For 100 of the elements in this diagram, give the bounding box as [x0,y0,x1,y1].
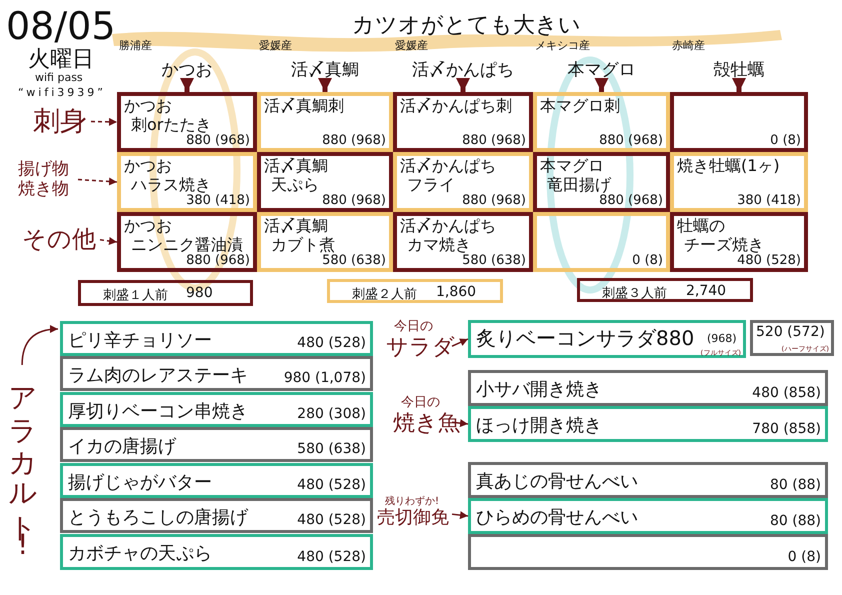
dish-name: 刺盛３人前 [602,285,667,302]
note-text: 今日の [400,396,441,411]
menu-box [468,498,828,534]
price: 880 (968) [599,193,663,208]
price: 480 (528) [297,549,366,565]
weekday-label: 火曜日 [28,46,94,72]
dish-name: カマ焼き [407,235,471,254]
price: 880 (968) [462,193,526,208]
menu-box [117,212,257,272]
dish-name: とうもろこしの唐揚げ [68,506,248,529]
menu-box [670,152,808,212]
row-heading: 揚げ物焼き物 [18,160,74,200]
thick-arrow [318,78,332,92]
dish-name: 刺盛１人前 [103,287,168,304]
title: カツオがとても大きい [352,12,581,40]
price: 520 (572) [756,324,825,340]
thick-arrow [594,78,608,92]
menu-box [257,152,393,212]
dish-name: 活〆かんぱち [400,156,496,176]
arrow [21,325,58,366]
menu-box [393,212,533,272]
menu-box [533,92,670,152]
dish-name: カボチャの天ぷら [68,542,212,565]
menu-box [670,212,808,272]
row-heading: 刺身 [33,106,87,138]
dish-name: 活〆真鯛 [264,216,328,236]
dashed-arrow [78,178,118,186]
price: 380 (418) [737,193,801,208]
price: 880 (968) [599,133,663,148]
dish-name: 竜田揚げ [547,175,611,194]
price: 780 (858) [752,421,821,437]
dish-name: 厚切りベーコン串焼き [68,400,248,423]
menu-box [60,392,373,427]
origin-label: 愛媛産 [259,38,292,53]
menu-box [670,92,808,152]
menu-box [468,406,828,442]
price: 2,740 [686,283,726,299]
menu-box [257,92,393,152]
price: 280 (308) [297,406,366,422]
note-text: 残りわずか! [384,496,440,508]
price: 80 (88) [770,513,821,529]
dish-name: ラム肉のレアステーキ [68,364,248,387]
price: 0 (8) [632,253,663,268]
dish-name: かつお [124,216,172,236]
price: 1,860 [436,284,476,300]
menu-box [468,534,828,570]
dish-name: 真あじの骨せんべい [476,470,638,493]
origin-label: 勝浦産 [119,38,152,53]
dish-name: 活〆真鯛刺 [264,96,344,116]
menu-box [60,534,373,570]
dish-name: 天ぷら [271,175,319,195]
menu-box [257,212,393,272]
fish-name: 本マグロ [566,60,636,80]
thick-arrow [456,78,470,92]
dish-name: ピリ辛チョリソー [68,329,212,352]
price: 580 (638) [297,441,366,457]
row-heading: その他 [22,226,96,254]
wifi-password: “wifi3939” [18,86,106,99]
dish-name: 本マグロ刺 [540,96,620,116]
price: 980 (1,078) [284,370,366,386]
dish-name: 焼き牡蠣(1ヶ) [677,156,780,176]
thick-arrow [732,78,746,92]
menu-box [468,370,828,406]
fish-name: 殻牡蠣 [712,60,766,80]
dish-name: 刺盛２人前 [352,286,417,303]
arrow [452,419,468,428]
price: 580 (638) [462,253,526,268]
side-heading: 売切御免 [377,508,449,528]
dish-name: ほっけ開き焼き [476,414,602,437]
dish-name: 炙りベーコンサラダ880 [476,325,694,352]
dish-name: ひらめの骨せんべい [476,506,638,529]
menu-box [60,498,373,533]
dish-name: かつお [124,156,172,176]
price: 0 (8) [788,549,821,565]
fish-name: 活〆かんぱち [411,60,515,80]
side-heading: アラカルト! [6,368,38,561]
price: 480 (528) [297,512,366,528]
date-label: 08/05 [6,4,116,48]
menu-box [393,92,533,152]
dish-name: 活〆かんぱち [400,216,496,236]
price: 380 (418) [186,193,250,208]
platter-box [327,279,503,303]
dish-name: ハラス焼き [131,175,211,194]
origin-label: 愛媛産 [395,38,428,53]
price: 580 (638) [322,253,386,268]
price: 0 (8) [770,133,801,148]
dashed-arrow [100,237,118,245]
price: 480 (528) [737,253,801,268]
price: 80 (88) [770,477,821,493]
platter-box [577,278,753,302]
price: 880 (968) [186,133,250,148]
note-text: 今日の [393,320,434,335]
menu-box [117,152,257,212]
price: 480 (528) [297,477,366,493]
arrow [452,511,468,520]
dish-name: 活〆真鯛 [264,156,328,176]
menu-box [468,462,828,498]
price: (968) [707,332,737,345]
arrow [452,338,468,347]
dashed-arrow [90,118,118,126]
